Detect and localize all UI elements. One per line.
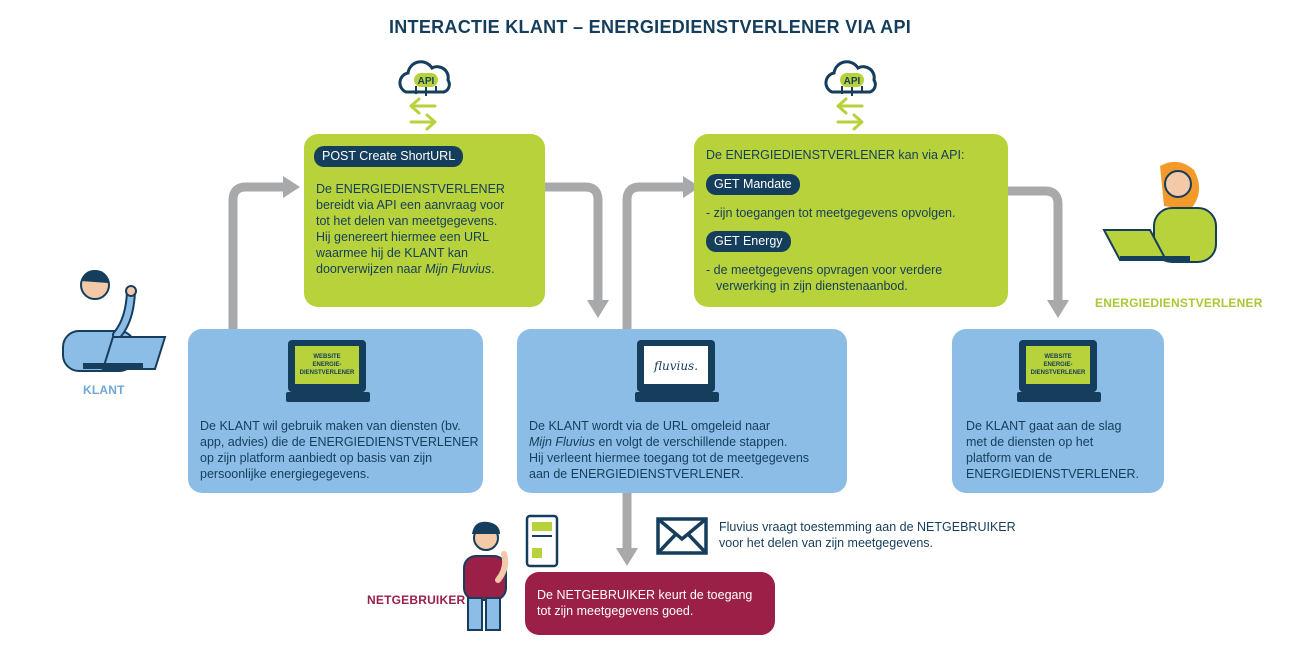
svg-text:WEBSITE: WEBSITE: [1044, 354, 1071, 360]
person-icon: [62, 270, 167, 372]
get-api-box: [694, 134, 1008, 307]
person-icon: [1102, 161, 1217, 263]
svg-text:ENERGIE-: ENERGIE-: [1043, 362, 1072, 368]
exchange-arrows-icon: [836, 97, 864, 131]
arrow-post-to-fluvius: [545, 182, 603, 302]
svg-text:fluvius.: fluvius.: [653, 359, 698, 373]
fluvius-box-text: De KLANT wordt via de URL omgeleid naar …: [529, 419, 810, 481]
arrow-get-to-end: [1008, 186, 1063, 302]
api-cloud-icon: API: [398, 60, 451, 96]
mail-text: Fluvius vraagt toestemming aan de NETGEB…: [719, 520, 1016, 550]
laptop-icon: WEBSITE ENERGIE- DIENSTVERLENER: [286, 340, 370, 402]
svg-text:API: API: [844, 76, 861, 87]
svg-text:API: API: [418, 76, 435, 87]
post-shorturl-pill: POST Create ShortURL: [314, 146, 464, 167]
api-cloud-icon: API: [824, 60, 877, 96]
svg-text:DIENSTVERLENER: DIENSTVERLENER: [1031, 370, 1086, 376]
klant-box-text: De KLANT wil gebruik maken van diensten …: [200, 419, 479, 481]
laptop-icon: fluvius.: [635, 340, 719, 402]
arrow-fluvius-to-get: [622, 182, 685, 330]
get-energy-pill: GET Energy: [706, 231, 791, 252]
mail-icon: [656, 517, 708, 555]
svg-text:DIENSTVERLENER: DIENSTVERLENER: [300, 370, 355, 376]
energiedienstverlener-label: ENERGIEDIENSTVERLENER: [1095, 296, 1263, 310]
get-energy-text: - de meetgegevens opvragen voor verdere …: [706, 263, 943, 293]
svg-text:WEBSITE: WEBSITE: [313, 354, 340, 360]
arrow-klant-to-post: [228, 182, 285, 330]
get-mandate-text: - zijn toegangen tot meetgegevens opvolg…: [706, 206, 956, 220]
post-shorturl-text: De ENERGIEDIENSTVERLENER bereidt via API…: [316, 182, 505, 276]
page-title: INTERACTIE KLANT – ENERGIEDIENSTVERLENER…: [388, 17, 912, 37]
person-icon: [463, 521, 509, 631]
phone-app-icon: [525, 514, 559, 568]
netgebruiker-box-text: De NETGEBRUIKER keurt de toegang tot zij…: [537, 588, 753, 618]
svg-text:ENERGIE-: ENERGIE-: [312, 362, 341, 368]
end-box-text: De KLANT gaat aan de slag met de dienste…: [966, 419, 1139, 481]
get-api-intro: De ENERGIEDIENSTVERLENER kan via API:: [706, 148, 965, 162]
klant-label: KLANT: [83, 383, 125, 397]
get-mandate-pill: GET Mandate: [706, 174, 800, 195]
netgebruiker-box: [525, 572, 775, 635]
netgebruiker-label: NETGEBRUIKER: [367, 593, 466, 607]
laptop-icon: WEBSITE ENERGIE- DIENSTVERLENER: [1017, 340, 1101, 402]
exchange-arrows-icon: [409, 97, 437, 131]
